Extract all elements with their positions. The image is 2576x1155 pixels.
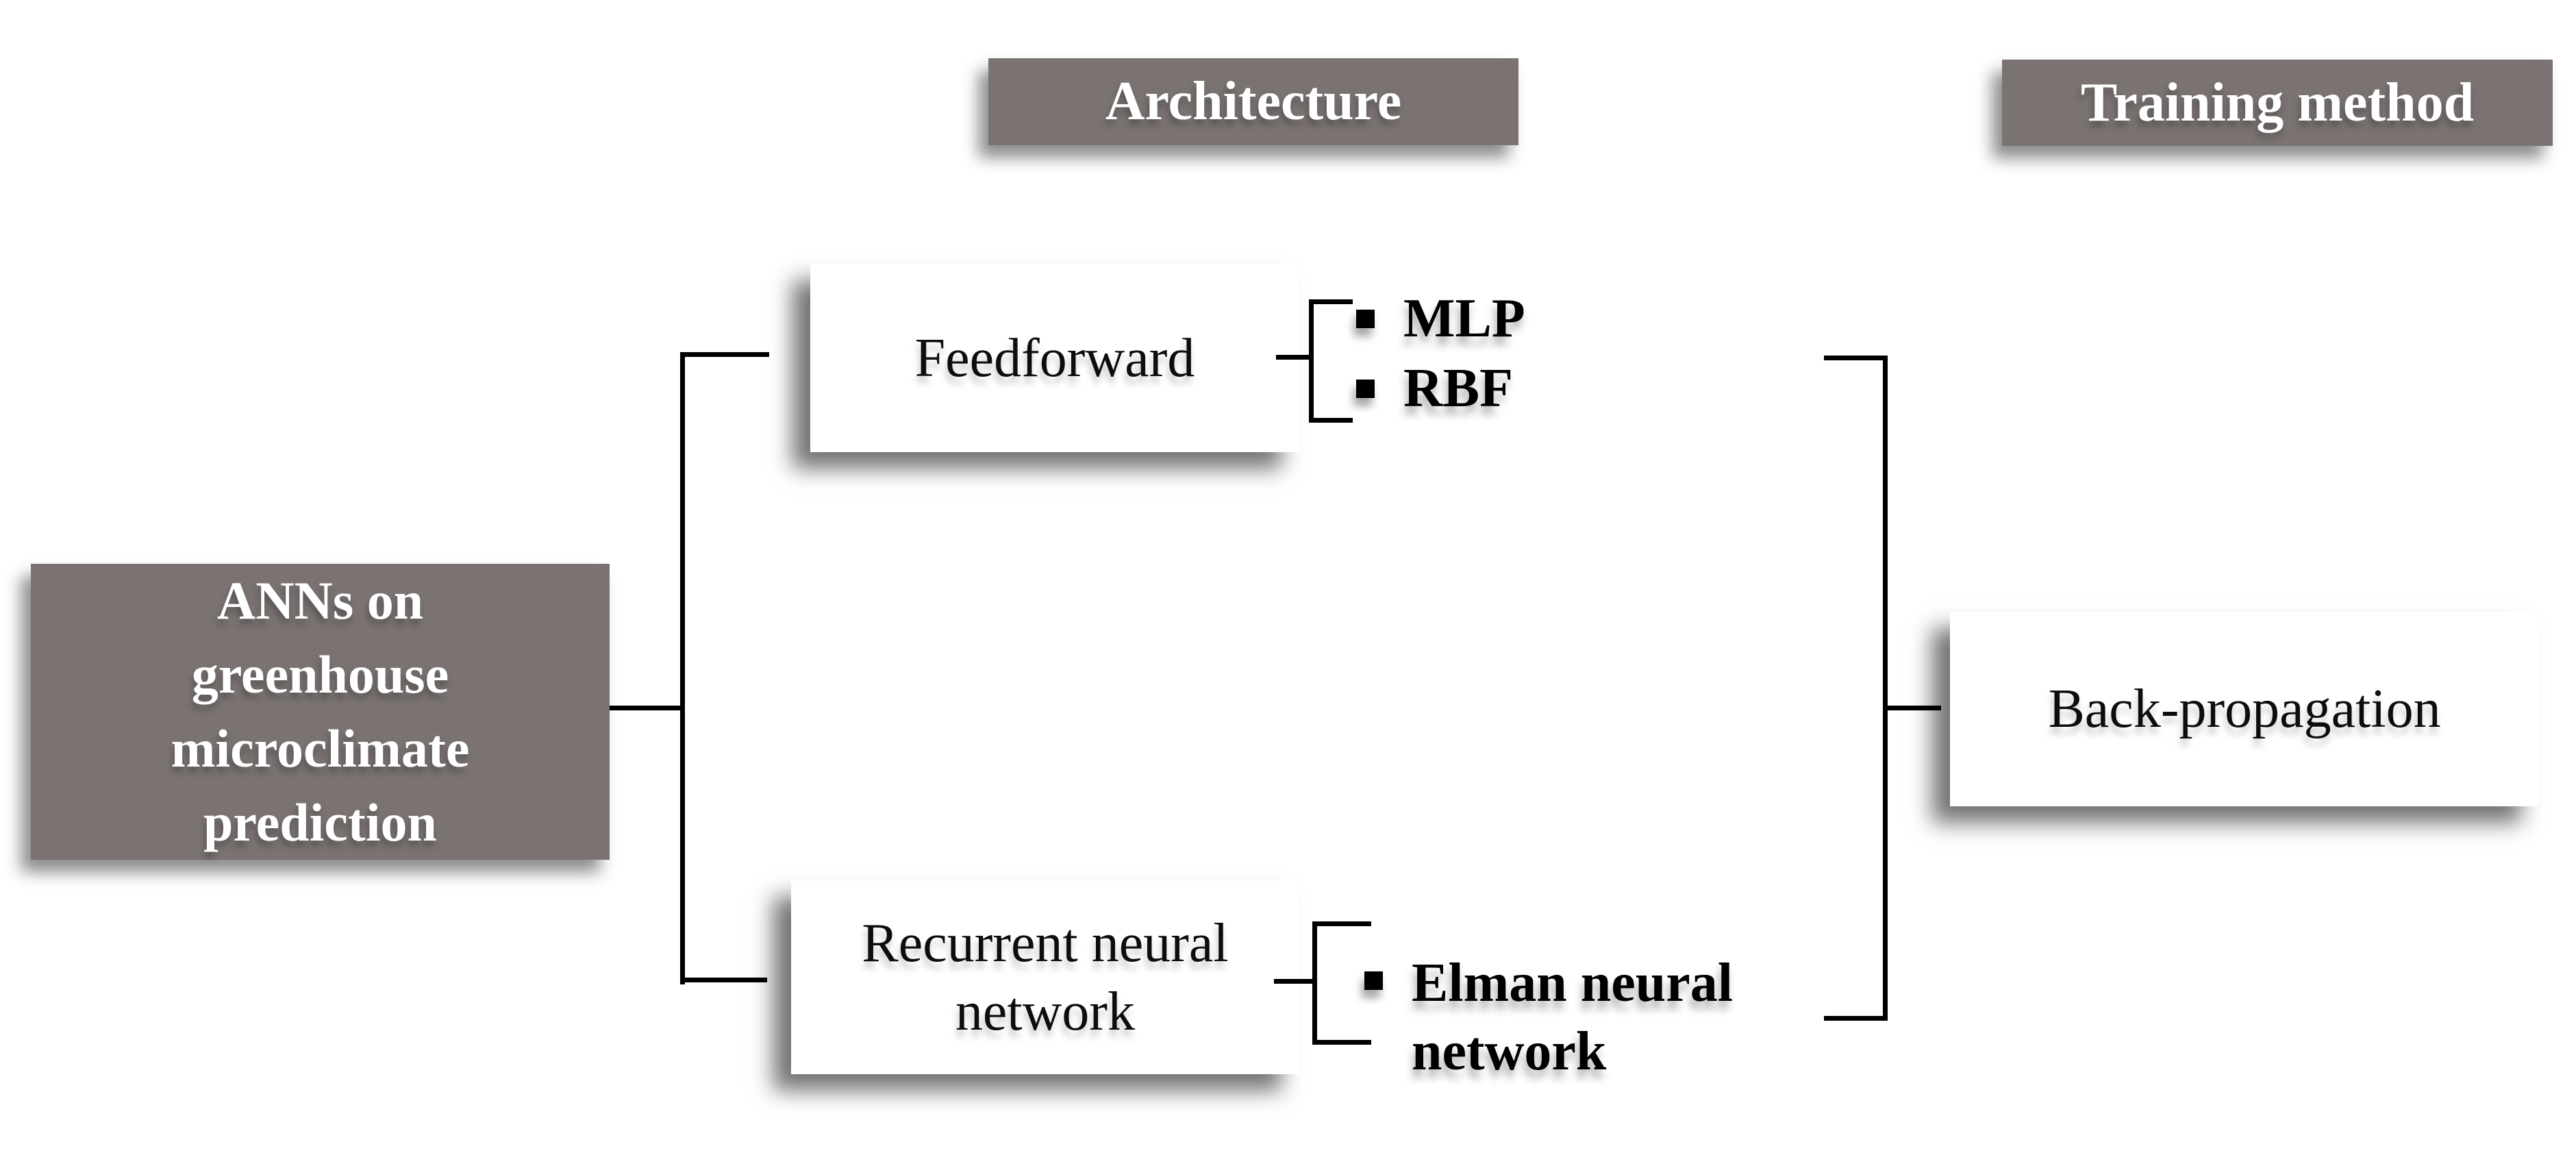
recurrent-node-box: Recurrent neural network bbox=[791, 880, 1299, 1074]
training-method-header-box: Training method bbox=[2002, 60, 2553, 146]
connector-elman-bracket-top-arm bbox=[1312, 921, 1371, 926]
root-node-line4: prediction bbox=[203, 793, 437, 852]
training-method-header-label: Training method bbox=[2080, 72, 2475, 133]
connector-feedforward-bracket-vertical bbox=[1309, 299, 1314, 423]
bullet-square-icon bbox=[1356, 380, 1375, 398]
rbf-label: RBF bbox=[1403, 358, 1513, 419]
mlp-label: MLP bbox=[1403, 288, 1525, 349]
connector-left-bracket-top-arm bbox=[680, 352, 769, 357]
architecture-header-box: Architecture bbox=[988, 58, 1518, 145]
bullet-square-icon bbox=[1364, 971, 1383, 990]
connector-right-bracket-top-arm bbox=[1824, 356, 1888, 360]
connector-root-stub bbox=[610, 706, 685, 710]
root-node-line2: greenhouse bbox=[191, 645, 449, 704]
recurrent-node-label: Recurrent neural network bbox=[862, 912, 1229, 1042]
bullet-square-icon bbox=[1356, 310, 1375, 328]
connector-elman-bracket-vertical bbox=[1312, 921, 1317, 1045]
feedforward-node-label: Feedforward bbox=[914, 327, 1195, 388]
connector-feedforward-stub bbox=[1276, 355, 1314, 360]
feedforward-node-box: Feedforward bbox=[810, 264, 1299, 452]
connector-backpropagation-stub bbox=[1883, 706, 1941, 710]
mlp-list-item: MLP bbox=[1356, 284, 1525, 353]
elman-label: Elman neural network bbox=[1412, 953, 1733, 1082]
connector-feedforward-bracket-bottom-arm bbox=[1309, 418, 1353, 423]
elman-list-item: Elman neural network bbox=[1364, 949, 1740, 1086]
root-node-line3: microclimate bbox=[171, 719, 470, 778]
connector-elman-bracket-bottom-arm bbox=[1312, 1040, 1371, 1045]
connector-feedforward-bracket-top-arm bbox=[1309, 299, 1353, 304]
connector-right-bracket-bottom-arm bbox=[1824, 1016, 1888, 1021]
backpropagation-node-label: Back-propagation bbox=[2048, 679, 2441, 739]
backpropagation-node-box: Back-propagation bbox=[1950, 612, 2539, 806]
architecture-header-label: Architecture bbox=[1105, 71, 1402, 132]
rbf-list-item: RBF bbox=[1356, 354, 1513, 423]
connector-left-bracket-bottom-arm bbox=[680, 978, 767, 982]
connector-right-bracket-vertical bbox=[1883, 356, 1888, 1021]
root-node-line1: ANNs on bbox=[216, 571, 424, 630]
connector-left-bracket-vertical bbox=[680, 352, 685, 984]
connector-recurrent-stub bbox=[1274, 979, 1317, 984]
root-node-box: ANNs on greenhouse microclimate predicti… bbox=[31, 564, 610, 860]
